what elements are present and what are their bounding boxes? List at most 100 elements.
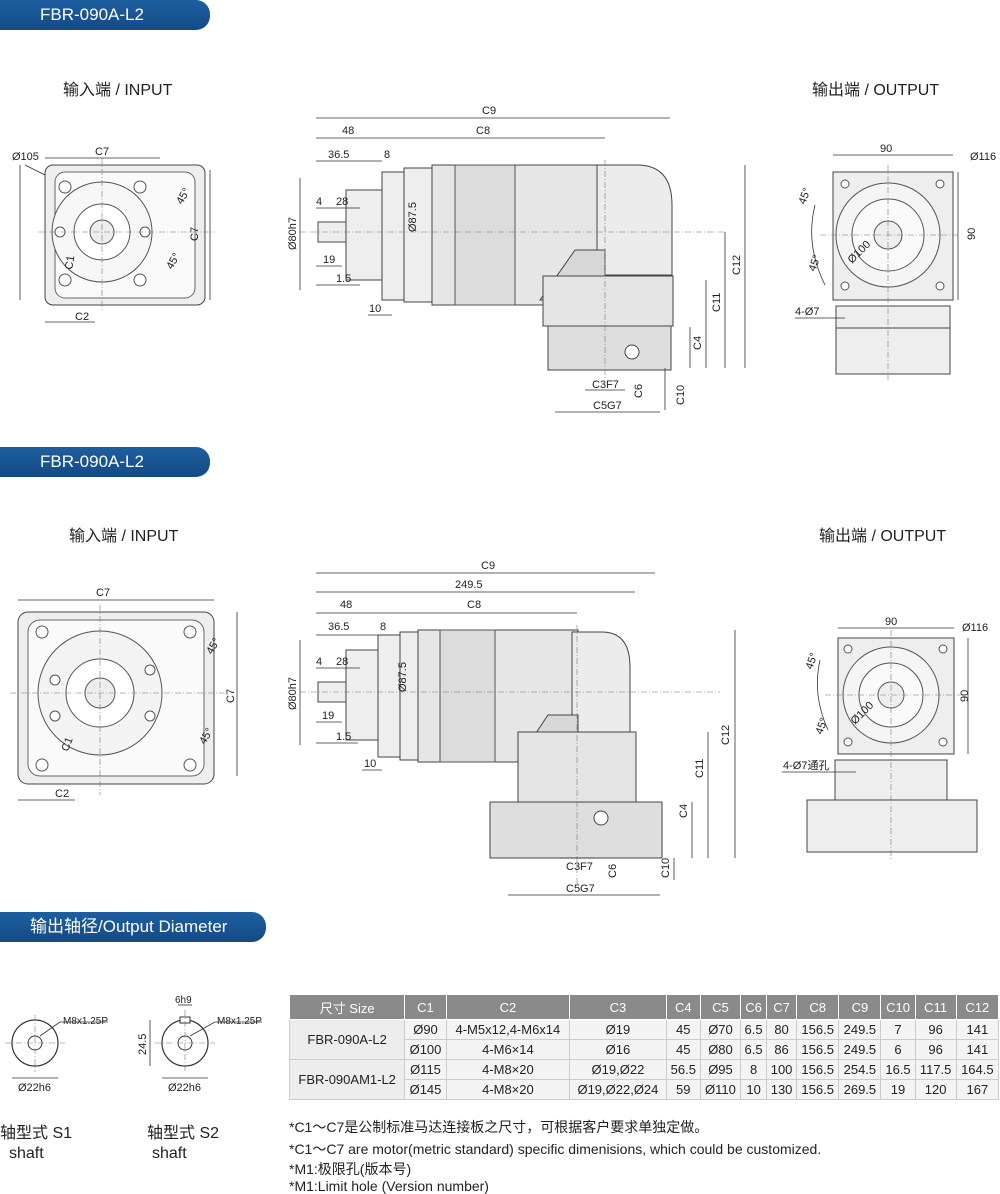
dim-2495: 249.5	[455, 579, 483, 591]
dim-28: 28	[336, 656, 348, 668]
table-header-cell: C3	[569, 994, 667, 1020]
note-4: *M1:Limit hole (Version number)	[289, 1178, 489, 1194]
table-cell: Ø145	[404, 1079, 447, 1100]
section-title-top: FBR-090A-L2	[0, 0, 210, 30]
table-cell: 117.5	[914, 1059, 957, 1080]
dim-c11: C11	[694, 759, 706, 778]
note-2: *C1～C7 are motor(metric standard) specif…	[289, 1141, 822, 1157]
table-cell: 156.5	[796, 1019, 840, 1040]
table-header-cell: C12	[955, 994, 1000, 1020]
table-cell: Ø115	[404, 1059, 447, 1080]
s2-dia: Ø22h6	[168, 1082, 201, 1094]
table-cell: 156.5	[796, 1079, 840, 1100]
dim-c2: C2	[75, 311, 89, 323]
table-cell: Ø19,Ø22,Ø24	[569, 1079, 667, 1100]
dim-c7v: C7	[189, 227, 201, 241]
input-label-mid: 输入端 / INPUT	[69, 528, 179, 545]
dim-phi105: Ø105	[12, 151, 39, 163]
dim-c4: C4	[692, 336, 704, 350]
dim-45b: 45°	[807, 253, 824, 273]
table-cell: 6	[880, 1039, 916, 1060]
dim-c5g7: C5G7	[593, 400, 622, 412]
shaft-s2-drawing: 6h9 24.5 M8x1.25P Ø22h6	[137, 995, 262, 1094]
table-cell: Ø19	[569, 1019, 667, 1040]
dim-phi875: Ø87.5	[397, 662, 409, 692]
table-cell: 4-M8×20	[445, 1079, 571, 1100]
dim-10: 10	[369, 303, 381, 315]
dim-c7: C7	[96, 587, 110, 599]
dim-c10: C10	[675, 385, 687, 405]
table-cell: 120	[914, 1079, 957, 1100]
dim-c9: C9	[482, 105, 496, 117]
table-cell: 96	[914, 1039, 957, 1060]
table-cell: 6.5	[740, 1039, 768, 1060]
table-header-cell: C10	[880, 994, 916, 1020]
dim-365: 36.5	[328, 149, 349, 161]
table-header-cell: C5	[699, 994, 742, 1020]
input-label-top: 输入端 / INPUT	[63, 82, 173, 99]
table-cell: 7	[880, 1019, 916, 1040]
s1-thread: M8x1.25P	[63, 1016, 108, 1027]
table-cell: 4-M5x12,4-M6x14	[445, 1019, 571, 1040]
note-1: *C1～C7是公制标准马达连接板之尺寸，可根据客户要求单独定做。	[289, 1119, 709, 1135]
dim-c2: C2	[55, 788, 69, 800]
shaft-s1-label: 轴型式 S1 shaft	[0, 1124, 72, 1164]
table-header-cell: C6	[740, 994, 768, 1020]
table-cell: Ø110	[699, 1079, 742, 1100]
table-cell: 269.5	[838, 1079, 882, 1100]
dim-15: 1.5	[336, 731, 351, 743]
table-cell: Ø100	[404, 1039, 447, 1060]
table-cell: 86	[766, 1039, 798, 1060]
dim-8: 8	[380, 621, 386, 633]
dim-10: 10	[364, 758, 376, 770]
note-3: *M1:极限孔(版本号)	[289, 1161, 412, 1177]
table-header-cell: C11	[914, 994, 957, 1020]
table-model-cell: FBR-090AM1-L2	[288, 1059, 406, 1100]
table-header-cell: C4	[665, 994, 701, 1020]
table-cell: 130	[766, 1079, 798, 1100]
dim-c5g7: C5G7	[566, 883, 595, 895]
dim-c7: C7	[95, 146, 109, 158]
table-cell: 8	[740, 1059, 768, 1080]
dim-8: 8	[384, 149, 390, 161]
dim-45a: 45°	[797, 186, 814, 206]
table-cell: 45	[665, 1039, 701, 1060]
s1-dia: Ø22h6	[18, 1082, 51, 1094]
dim-c12: C12	[731, 255, 743, 275]
dim-90: 90	[880, 143, 892, 155]
dim-48: 48	[342, 125, 354, 137]
mid-output-view: 90 Ø116 45° 90 45° Ø100 4-Ø7通孔	[782, 616, 988, 860]
table-header-cell: C2	[445, 994, 571, 1020]
table-header-cell: C9	[838, 994, 882, 1020]
table-cell: 19	[880, 1079, 916, 1100]
dim-48: 48	[340, 599, 352, 611]
dim-c6: C6	[633, 384, 645, 398]
table-cell: Ø95	[699, 1059, 742, 1080]
dim-phi80: Ø80h7	[287, 217, 299, 250]
table-cell: Ø16	[569, 1039, 667, 1060]
section-title-output-diameter: 输出轴径/Output Diameter	[0, 912, 266, 942]
dim-hole: 4-Ø7	[795, 306, 819, 318]
dim-c8: C8	[467, 599, 481, 611]
table-cell: Ø19,Ø22	[569, 1059, 667, 1080]
s2-d245: 24.5	[137, 1034, 149, 1055]
table-header-cell: 尺寸 Size	[288, 994, 406, 1020]
dim-c3f7: C3F7	[592, 379, 619, 391]
dim-4: 4	[316, 196, 322, 208]
table-cell: 100	[766, 1059, 798, 1080]
dim-365: 36.5	[328, 621, 349, 633]
dim-90v: 90	[966, 228, 978, 240]
dim-90v: 90	[959, 690, 971, 702]
table-cell: 16.5	[880, 1059, 916, 1080]
output-label-top: 输出端 / OUTPUT	[812, 82, 940, 99]
dim-c1: C1	[60, 736, 76, 753]
table-cell: Ø70	[699, 1019, 742, 1040]
top-output-view: 90 Ø116 45° 90 45° Ø100 4-Ø7	[795, 143, 996, 380]
dim-phi116: Ø116	[962, 622, 988, 634]
table-cell: 6.5	[740, 1019, 768, 1040]
dim-45a: 45°	[804, 651, 821, 671]
table-cell: Ø80	[699, 1039, 742, 1060]
